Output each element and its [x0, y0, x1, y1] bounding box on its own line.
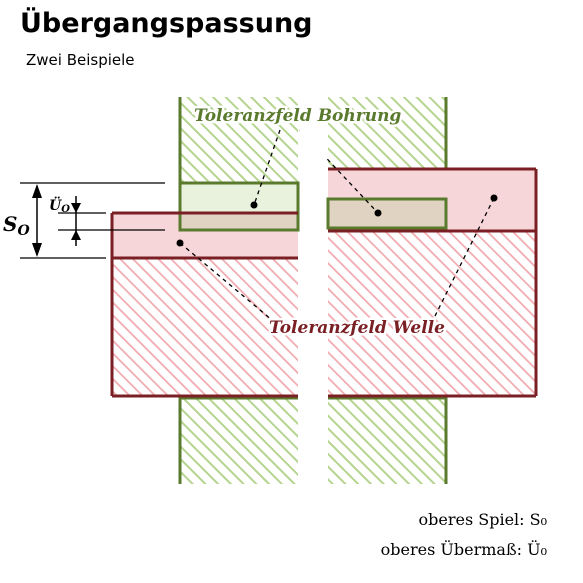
- page-subtitle: Zwei Beispiele: [26, 51, 135, 69]
- bore-tolerance-label: Toleranzfeld Bohrung: [194, 106, 401, 126]
- legend-interference: oberes Übermaß: Ü₀: [380, 540, 547, 559]
- shaft-tolerance-label: Toleranzfeld Welle: [269, 318, 445, 338]
- shaft-leader-right: [433, 197, 495, 319]
- shaft-body-right: [328, 231, 536, 396]
- bore-wall-left-bottom: [180, 396, 298, 484]
- bore-leader-left: [253, 129, 281, 206]
- legend-clearance: oberes Spiel: S₀: [418, 510, 547, 529]
- bore-wall-right-top: [328, 97, 446, 169]
- interference-label: ÜO: [49, 195, 70, 215]
- example-divider-gap: [300, 90, 326, 490]
- bore-wall-left-top: [180, 97, 298, 183]
- bore-tolerance-right: [328, 199, 446, 228]
- clearance-label: SO: [3, 212, 30, 239]
- overlap-left: [180, 213, 298, 230]
- bore-wall-right-bottom: [328, 396, 446, 484]
- shaft-body: [112, 258, 298, 396]
- page-title: Übergangspassung: [20, 8, 313, 39]
- bore-tolerance-left: [180, 183, 298, 213]
- shaft-leader-left: [179, 242, 273, 321]
